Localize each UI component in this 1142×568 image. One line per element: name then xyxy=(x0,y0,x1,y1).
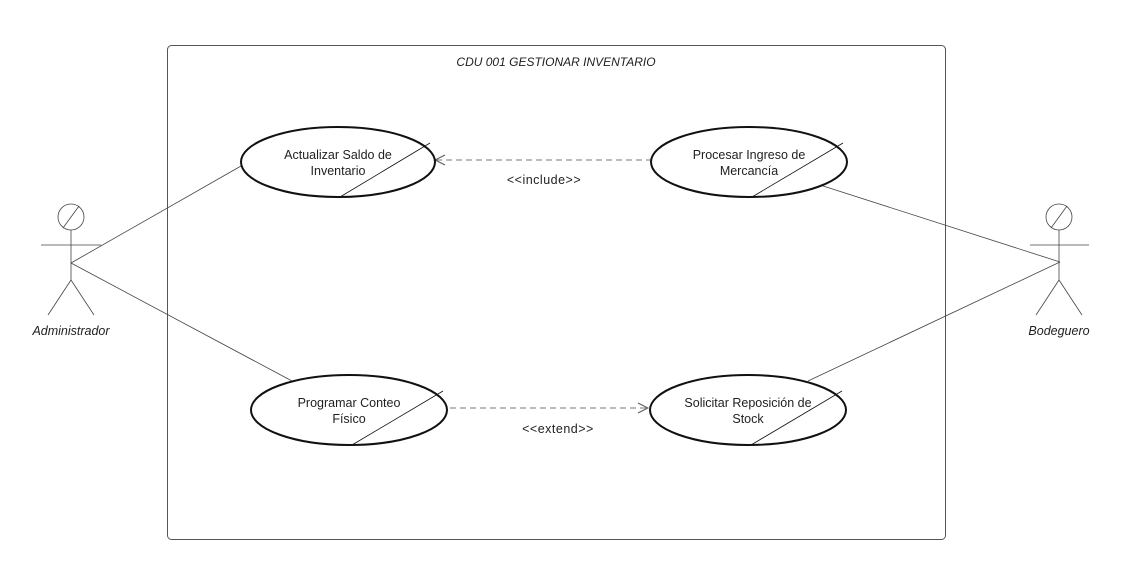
extend-label: <<extend>> xyxy=(522,422,594,436)
association-admin-actualizar[interactable] xyxy=(70,165,242,264)
associations xyxy=(70,165,1061,382)
use-case-ellipse xyxy=(240,126,436,198)
use-case-ellipse xyxy=(649,374,847,446)
use-case-ellipse xyxy=(250,374,448,446)
business-use-case-mark xyxy=(351,390,444,446)
actor-right-leg xyxy=(1058,279,1083,316)
business-actor-mark xyxy=(62,205,80,229)
actor-left-leg xyxy=(1035,279,1060,316)
use-case-solicitar-reposicion[interactable]: Solicitar Reposición de Stock xyxy=(649,374,847,446)
use-case-label-line1: Solicitar Reposición de xyxy=(684,396,811,410)
association-admin-programar[interactable] xyxy=(70,262,293,382)
system-title: CDU 001 GESTIONAR INVENTARIO xyxy=(456,55,655,69)
business-actor-mark xyxy=(1050,205,1068,229)
use-case-label-line1: Actualizar Saldo de xyxy=(284,148,392,162)
association-bodeguero-solicitar[interactable] xyxy=(807,261,1061,382)
business-use-case-mark xyxy=(339,142,431,198)
system-boundary xyxy=(167,45,946,540)
actor-administrador[interactable] xyxy=(41,203,101,316)
use-case-procesar-ingreso[interactable]: Procesar Ingreso de Mercancía xyxy=(650,126,848,198)
actor-name-bodeguero: Bodeguero xyxy=(1028,324,1089,338)
use-case-label-line1: Programar Conteo xyxy=(298,396,401,410)
actor-bodeguero[interactable] xyxy=(1030,203,1089,316)
use-case-label-line1: Procesar Ingreso de xyxy=(693,148,806,162)
actor-left-leg xyxy=(47,279,72,316)
actor-name-administrador: Administrador xyxy=(31,324,110,338)
use-case-label-line2: Stock xyxy=(732,412,764,426)
business-use-case-mark xyxy=(750,390,843,446)
use-case-ellipse xyxy=(650,126,848,198)
include-label: <<include>> xyxy=(507,173,581,187)
use-case-label-line2: Inventario xyxy=(311,164,366,178)
business-use-case-mark xyxy=(751,142,844,198)
association-bodeguero-procesar[interactable] xyxy=(819,184,1061,263)
use-case-actualizar-saldo[interactable]: Actualizar Saldo de Inventario xyxy=(240,126,436,198)
use-case-label-line2: Mercancía xyxy=(720,164,778,178)
use-case-label-line2: Físico xyxy=(332,412,365,426)
use-case-programar-conteo[interactable]: Programar Conteo Físico xyxy=(250,374,448,446)
actor-right-leg xyxy=(70,279,95,316)
